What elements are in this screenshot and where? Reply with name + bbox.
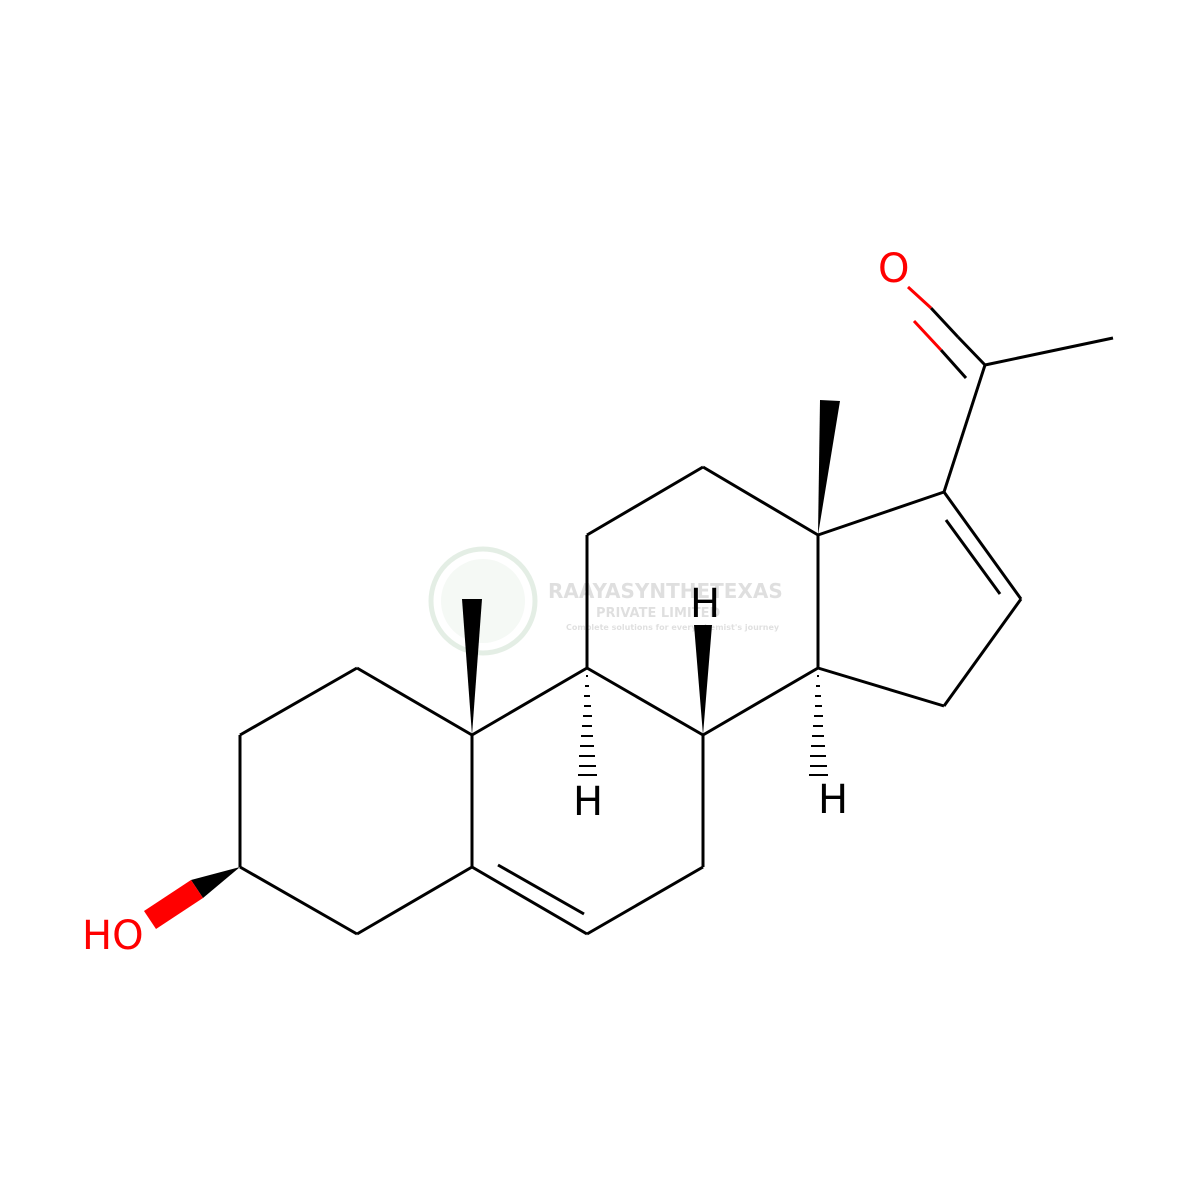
- h-label-c9: H: [573, 779, 603, 825]
- watermark-logo-inner: [441, 559, 525, 643]
- ketone-oxygen-label: O: [878, 246, 909, 292]
- h-hash-c9: [578, 675, 597, 776]
- h-wedge-c8: [694, 625, 712, 735]
- double-bond-c5-c6: [497, 863, 585, 916]
- h-label-c8: H: [690, 581, 720, 627]
- double-bond-c16-c17: [944, 519, 1002, 595]
- ring-c: [585, 465, 820, 737]
- methyl-wedge-c10: [462, 599, 482, 735]
- ring-a: [238, 666, 474, 936]
- watermark: RAAYASYNTHETEXAS PRIVATE LIMITED Complet…: [428, 546, 783, 656]
- watermark-logo-ring: [428, 546, 538, 656]
- watermark-company: RAAYASYNTHETEXAS: [548, 579, 783, 603]
- hydroxyl-wedge-red: [144, 880, 203, 929]
- hydroxyl-label: HO: [82, 913, 144, 959]
- methyl-wedge-c13: [818, 400, 840, 535]
- h-hash-c14: [809, 675, 828, 776]
- acetyl-group: O: [878, 246, 1114, 493]
- h-label-c14: H: [818, 777, 848, 823]
- ring-d: [817, 490, 1023, 708]
- watermark-line2: PRIVATE LIMITED: [596, 606, 721, 621]
- hydroxyl-wedge-black: [191, 867, 240, 898]
- watermark-tagline: Complete solutions for every chemist's j…: [566, 623, 780, 632]
- ring-b: [471, 666, 705, 936]
